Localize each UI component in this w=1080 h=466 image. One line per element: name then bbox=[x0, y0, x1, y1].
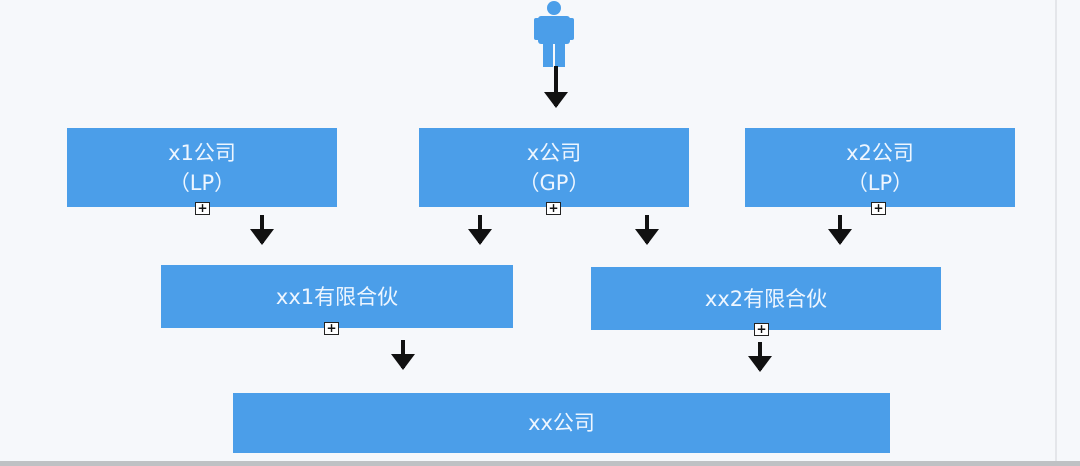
node-role: （GP） bbox=[518, 170, 590, 195]
arrow-xx2-to-xx bbox=[748, 342, 772, 372]
node-label: x1公司 bbox=[168, 140, 236, 165]
node-label: x2公司 bbox=[846, 140, 914, 165]
node-role: （LP） bbox=[168, 170, 236, 195]
node-xx-company[interactable]: xx公司 bbox=[233, 393, 890, 453]
arrow-person-to-x bbox=[544, 66, 568, 108]
node-label: xx1有限合伙 bbox=[275, 284, 399, 309]
expand-icon[interactable]: + bbox=[871, 202, 886, 215]
expand-icon[interactable]: + bbox=[195, 202, 210, 215]
expand-icon[interactable]: + bbox=[324, 322, 339, 335]
right-edge-line bbox=[1055, 0, 1057, 466]
expand-icon[interactable]: + bbox=[754, 323, 769, 336]
node-label: x公司 bbox=[526, 140, 582, 165]
arrow-x1-to-xx1 bbox=[250, 215, 274, 245]
arrow-x2-to-xx2 bbox=[828, 215, 852, 245]
node-x-company[interactable]: x公司 （GP） bbox=[419, 128, 689, 207]
node-x2-company[interactable]: x2公司 （LP） bbox=[745, 128, 1015, 207]
arrow-xx1-to-xx bbox=[391, 340, 415, 370]
bottom-edge-line bbox=[0, 461, 1080, 466]
node-xx2-partnership[interactable]: xx2有限合伙 bbox=[591, 267, 941, 330]
node-xx1-partnership[interactable]: xx1有限合伙 bbox=[161, 265, 513, 328]
node-label: xx2有限合伙 bbox=[704, 286, 828, 311]
arrow-x-to-xx1 bbox=[468, 215, 492, 245]
node-x1-company[interactable]: x1公司 （LP） bbox=[67, 128, 337, 207]
node-role: （LP） bbox=[846, 170, 914, 195]
arrow-x-to-xx2 bbox=[635, 215, 659, 245]
node-label: xx公司 bbox=[528, 411, 595, 435]
expand-icon[interactable]: + bbox=[546, 202, 561, 215]
person-icon bbox=[534, 1, 574, 67]
